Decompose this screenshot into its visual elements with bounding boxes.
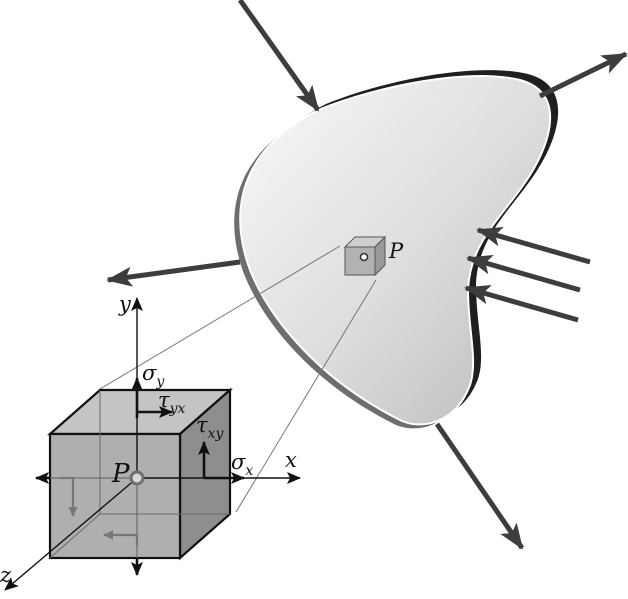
point-p-marker-large	[129, 470, 145, 486]
force-arrow-bottom	[434, 422, 525, 550]
zoom-lines	[99, 245, 377, 513]
axis-z-label: z	[0, 563, 12, 587]
point-label-large: P	[111, 459, 130, 489]
small-element	[343, 235, 387, 277]
force-arrow-top	[237, 0, 321, 112]
force-arrow-right-1	[476, 226, 591, 265]
force-arrow-right-3	[464, 284, 579, 323]
body-face	[239, 75, 552, 426]
sigma-x-label: σx	[231, 450, 253, 479]
point-label-small: P	[388, 239, 404, 263]
axis-x-label: x	[285, 448, 297, 472]
shear-arrow-front-bottom	[103, 530, 139, 546]
tau-yx-label: τyx	[158, 388, 186, 417]
shear-arrow-front-left	[60, 476, 78, 517]
sigma-y-label: σy	[142, 361, 165, 390]
axis-z-line	[4, 477, 138, 591]
force-arrow-left	[106, 259, 241, 287]
point-p-marker-small	[359, 252, 369, 262]
applied-forces	[106, 0, 628, 550]
deformable-body	[234, 70, 559, 429]
axis-y-label: y	[118, 292, 132, 316]
force-arrow-top-right	[538, 51, 628, 99]
stress-arrows	[35, 377, 245, 576]
tau-xy-label: τxy	[196, 413, 225, 442]
force-arrow-right-2	[466, 254, 581, 293]
